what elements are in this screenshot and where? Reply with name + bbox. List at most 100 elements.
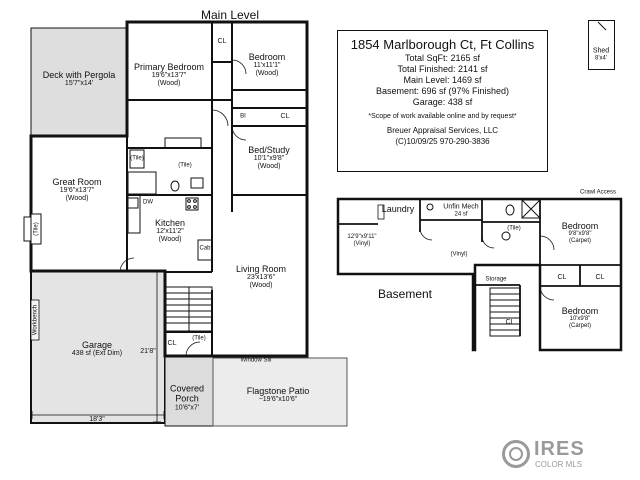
porch-tile-label: (Tile) (192, 335, 206, 342)
room-basement-bedroom-2-floor: (Carpet) (568, 323, 591, 330)
room-great-room-name: Great Room (52, 176, 102, 187)
room-kitchen: Kitchen 12'x11'2" (Wood) (155, 218, 185, 244)
room-family-area-dims: 12'9"x9'11" (347, 234, 377, 241)
room-covered-porch: Covered Porch 10'6"x7' (165, 384, 209, 413)
room-garage-dims: 438 sf (Ext Dim) (71, 350, 123, 358)
patio-area (212, 357, 348, 427)
room-living-room-floor: (Wood) (249, 282, 273, 290)
room-basement-bedroom-1: Bedroom 9'8"x9'8" (Carpet) (562, 221, 599, 245)
room-unfin-mech-dims: 24 sf (454, 211, 468, 218)
kitchen-fixtures (127, 194, 213, 261)
fireplace-tile-label: (Tile) (33, 222, 40, 236)
room-bedroom-dims: 11'x11'1" (253, 62, 281, 70)
room-living-room-dims: 23'x13'6" (246, 274, 276, 282)
room-basement-bedroom-2-name: Bedroom (561, 305, 599, 316)
room-basement-bedroom-2: Bedroom 10'x9'8" (Carpet) (562, 306, 599, 330)
room-living-room-name: Living Room (235, 263, 287, 274)
room-laundry-name: Laundry (381, 203, 415, 214)
shed-dims: 8'x4' (595, 55, 607, 62)
room-kitchen-name: Kitchen (154, 217, 186, 228)
deck-area (30, 27, 128, 137)
room-primary-bedroom-name: Primary Bedroom (133, 61, 205, 72)
crawl-access-label: Crawl Access (579, 189, 617, 196)
closet-label: CL (217, 37, 227, 45)
room-bedroom-name: Bedroom (248, 51, 286, 62)
room-deck-name: Deck with Pergola (42, 69, 116, 80)
basement-closet-label: CL (505, 318, 515, 326)
main-level-heading: Main Level (200, 8, 260, 23)
room-living-room: Living Room 23'x13'6" (Wood) (236, 264, 286, 290)
room-covered-porch-dims: 10'6"x7' (174, 404, 200, 412)
room-basement-bedroom-1-dims: 9'8"x9'8" (568, 231, 592, 238)
room-bed-study-floor: (Wood) (257, 163, 281, 171)
garage-sqft: Garage: 438 sf (412, 97, 473, 107)
total-finished: Total Finished: 2141 sf (397, 64, 488, 74)
shed-label: Shed 8'x4' (593, 48, 609, 63)
room-basement-bedroom-2-dims: 10'x9'8" (569, 316, 591, 323)
room-primary-bedroom-floor: (Wood) (157, 80, 181, 88)
workbench-label: Workbench (32, 304, 39, 336)
room-great-room-dims: 19'6"x13'7" (59, 187, 95, 195)
room-basement-bedroom-1-name: Bedroom (561, 220, 599, 231)
total-sqft: Total SqFt: 2165 sf (404, 53, 481, 63)
basement-closet-label: CL (557, 273, 567, 281)
room-great-room: Great Room 19'6"x13'7" (Wood) (52, 177, 101, 203)
room-garage: Garage 438 sf (Ext Dim) (72, 340, 122, 358)
logo-brand: IRES (534, 438, 585, 460)
room-patio-name: Flagstone Patio (246, 385, 310, 396)
garage-depth-dimension: 21'8" (140, 347, 156, 355)
room-great-room-floor: (Wood) (65, 195, 89, 203)
property-address: 1854 Marlborough Ct, Ft Collins (350, 37, 535, 52)
basement-stairs (489, 287, 521, 337)
room-bed-study-dims: 10'1"x9'8" (253, 155, 285, 163)
main-level-sqft: Main Level: 1469 sf (403, 75, 482, 85)
room-deck-dims: 15'7"x14' (64, 80, 94, 88)
room-covered-porch-name: Covered Porch (169, 383, 205, 404)
basement-sqft: Basement: 696 sf (97% Finished) (375, 86, 510, 96)
cabinet-label: Cab (199, 245, 211, 252)
shed (588, 20, 615, 70)
basement-bath-tile-label: (Tile) (507, 225, 521, 232)
window-sill-label: Window Sill (240, 357, 272, 364)
bath-tile-label: (Tile) (178, 162, 192, 169)
main-door-swings (119, 59, 247, 357)
closet-label: CL (280, 112, 290, 120)
room-deck: Deck with Pergola 15'7"x14' (43, 70, 116, 88)
room-kitchen-dims: 12'x11'2" (156, 228, 184, 236)
room-patio-dims: ~19'6"x10'6" (258, 396, 298, 404)
porch-closet-label: CL (167, 339, 177, 347)
company-name: Breuer Appraisal Services, LLC (386, 126, 499, 135)
room-basement-bedroom-1-floor: (Carpet) (568, 238, 591, 245)
room-garage-name: Garage (81, 339, 113, 350)
room-family-area-floor: (Vinyl) (353, 241, 371, 247)
scope-note: *Scope of work available online and by r… (368, 113, 517, 120)
logo-ring-icon (502, 440, 530, 468)
company-contact: (C)10/09/25 970-290-3836 (395, 137, 490, 146)
garage-dimension-lines (31, 271, 165, 423)
property-info-box: 1854 Marlborough Ct, Ft Collins Total Sq… (337, 30, 548, 172)
room-family-area: 12'9"x9'11" (Vinyl) (347, 234, 376, 248)
room-kitchen-floor: (Wood) (158, 236, 182, 244)
built-in-label: BI (240, 113, 246, 120)
room-primary-bedroom-dims: 19'6"x13'7" (151, 72, 187, 80)
ires-logo: IRES COLOR MLS (500, 436, 628, 472)
bath-tile-label: (Tile) (130, 155, 144, 162)
basement-bath-fixtures (426, 199, 541, 241)
garage-width-dimension: 18'3" (89, 415, 105, 423)
room-vinyl-hall-floor: (Vinyl) (450, 251, 468, 258)
basement-heading: Basement (377, 287, 433, 302)
basement-closet-label: CL (595, 273, 605, 281)
room-unfin-mech-name: Unfin Mech (443, 203, 479, 211)
logo-subtitle: COLOR MLS (535, 460, 583, 469)
room-patio: Flagstone Patio ~19'6"x10'6" (247, 386, 310, 404)
main-stairs (165, 286, 213, 332)
dishwasher-label: DW (143, 199, 153, 206)
room-bed-study: Bed/Study 10'1"x9'8" (Wood) (248, 145, 290, 171)
garage-area (30, 270, 166, 424)
main-bath-fixtures (127, 137, 204, 195)
room-bedroom-floor: (Wood) (255, 70, 279, 78)
room-bedroom: Bedroom 11'x11'1" (Wood) (249, 52, 286, 78)
storage-label: Storage (485, 276, 507, 283)
room-bed-study-name: Bed/Study (248, 144, 290, 155)
